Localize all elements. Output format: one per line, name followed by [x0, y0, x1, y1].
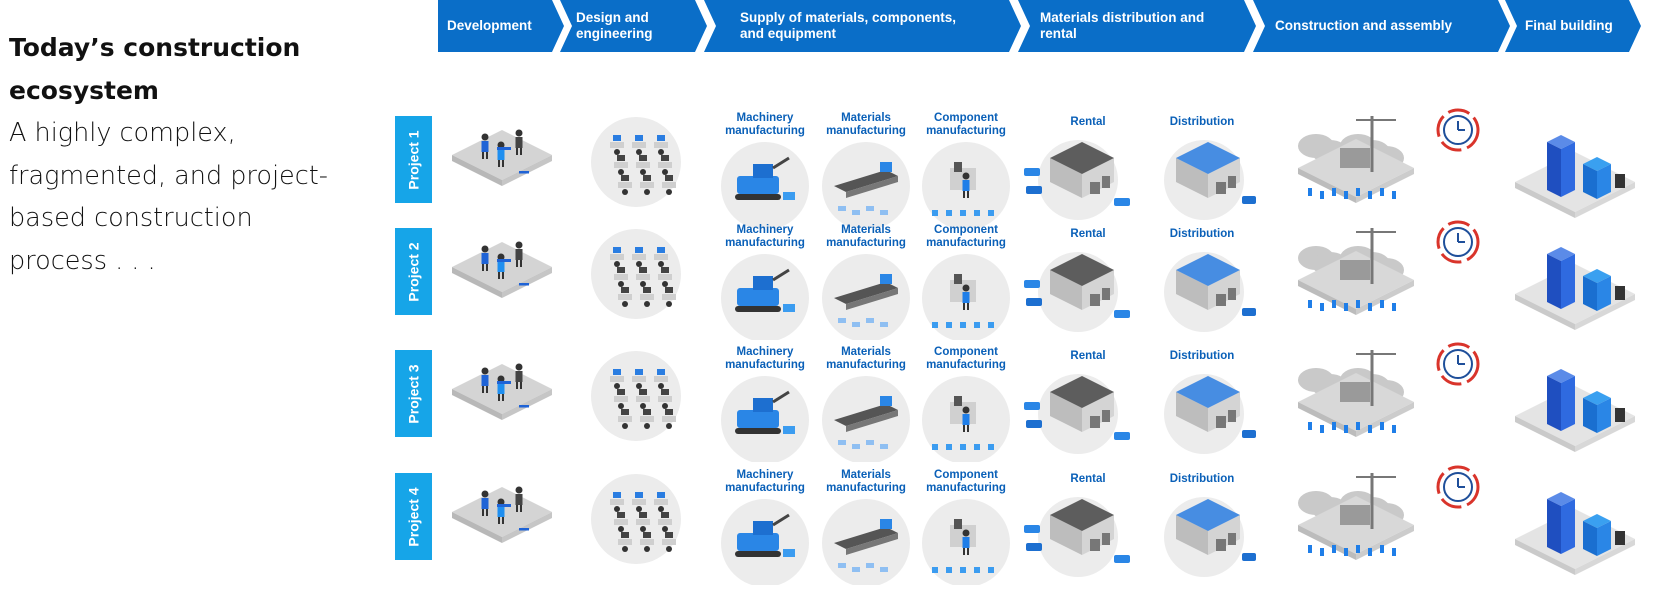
distribution-warehouse-icon	[1164, 140, 1256, 220]
stage-construction-assembly: Construction and assembly	[1253, 0, 1510, 52]
page-heading: Today’s construction ecosystem A highly …	[9, 26, 339, 282]
component-factory-icon	[922, 499, 1010, 585]
rental-warehouse-icon	[1024, 497, 1130, 577]
component-factory-icon	[922, 254, 1010, 340]
component-label: Component manufacturing	[926, 469, 1006, 494]
final-building-icon	[1515, 135, 1635, 218]
project-label-text: Project 1	[405, 129, 422, 190]
distribution-warehouse-icon	[1164, 374, 1256, 454]
final-building-icon	[1515, 247, 1635, 330]
distribution-label: Distribution	[1169, 350, 1235, 362]
component-label: Component manufacturing	[926, 224, 1006, 249]
component-factory-icon	[922, 142, 1010, 228]
distribution-warehouse-icon	[1164, 252, 1256, 332]
project-label-3: Project 3	[395, 350, 432, 437]
rental-label: Rental	[1070, 350, 1106, 362]
machinery-label: Machinery manufacturing	[725, 469, 805, 494]
people-meeting-icon	[452, 129, 552, 186]
project-label-2: Project 2	[395, 228, 432, 315]
rental-warehouse-icon	[1024, 252, 1130, 332]
machinery-label: Machinery manufacturing	[725, 224, 805, 249]
rental-label: Rental	[1070, 473, 1106, 485]
people-meeting-icon	[452, 363, 552, 420]
people-meeting-icon	[452, 241, 552, 298]
clock-delay-icon	[1436, 220, 1480, 264]
rental-label: Rental	[1070, 116, 1106, 128]
stage-distribution-rental: Materials distribution and rental	[1018, 0, 1256, 52]
distribution-label: Distribution	[1169, 116, 1235, 128]
stage-design-engineering: Design and engineering	[560, 0, 707, 52]
project-label-text: Project 2	[405, 241, 422, 302]
stage-final-building: Final building	[1505, 0, 1641, 52]
project-label-4: Project 4	[395, 473, 432, 560]
design-office-icon	[591, 351, 681, 441]
construction-site-icon	[1298, 350, 1414, 437]
construction-site-icon	[1298, 473, 1414, 560]
page-subtitle: A highly complex, fragmented, and projec…	[9, 118, 328, 276]
design-office-icon	[591, 229, 681, 319]
machinery-factory-icon	[721, 254, 809, 340]
project-label-text: Project 4	[405, 486, 422, 547]
machinery-factory-icon	[721, 142, 809, 228]
clock-delay-icon	[1436, 108, 1480, 152]
materials-factory-icon	[822, 376, 910, 462]
materials-factory-icon	[822, 499, 910, 585]
distribution-label: Distribution	[1169, 473, 1235, 485]
construction-site-icon	[1298, 228, 1414, 315]
machinery-factory-icon	[721, 499, 809, 585]
page-title: Today’s construction ecosystem	[9, 33, 301, 105]
final-building-icon	[1515, 492, 1635, 575]
rental-label: Rental	[1070, 228, 1106, 240]
design-office-icon	[591, 474, 681, 564]
materials-label: Materials manufacturing	[826, 112, 906, 137]
clock-delay-icon	[1436, 342, 1480, 386]
design-office-icon	[591, 117, 681, 207]
stage-supply: Supply of materials, components, and equ…	[704, 0, 1021, 52]
machinery-label: Machinery manufacturing	[725, 346, 805, 371]
project-label-1: Project 1	[395, 116, 432, 203]
distribution-warehouse-icon	[1164, 497, 1256, 577]
materials-factory-icon	[822, 142, 910, 228]
materials-label: Materials manufacturing	[826, 224, 906, 249]
materials-factory-icon	[822, 254, 910, 340]
people-meeting-icon	[452, 486, 552, 543]
clock-delay-icon	[1436, 465, 1480, 509]
machinery-factory-icon	[721, 376, 809, 462]
machinery-label: Machinery manufacturing	[725, 112, 805, 137]
rental-warehouse-icon	[1024, 140, 1130, 220]
materials-label: Materials manufacturing	[826, 469, 906, 494]
materials-label: Materials manufacturing	[826, 346, 906, 371]
rental-warehouse-icon	[1024, 374, 1130, 454]
component-label: Component manufacturing	[926, 346, 1006, 371]
construction-site-icon	[1298, 116, 1414, 203]
final-building-icon	[1515, 369, 1635, 452]
stage-development: Development	[438, 0, 564, 52]
distribution-label: Distribution	[1169, 228, 1235, 240]
component-label: Component manufacturing	[926, 112, 1006, 137]
component-factory-icon	[922, 376, 1010, 462]
project-label-text: Project 3	[405, 363, 422, 424]
